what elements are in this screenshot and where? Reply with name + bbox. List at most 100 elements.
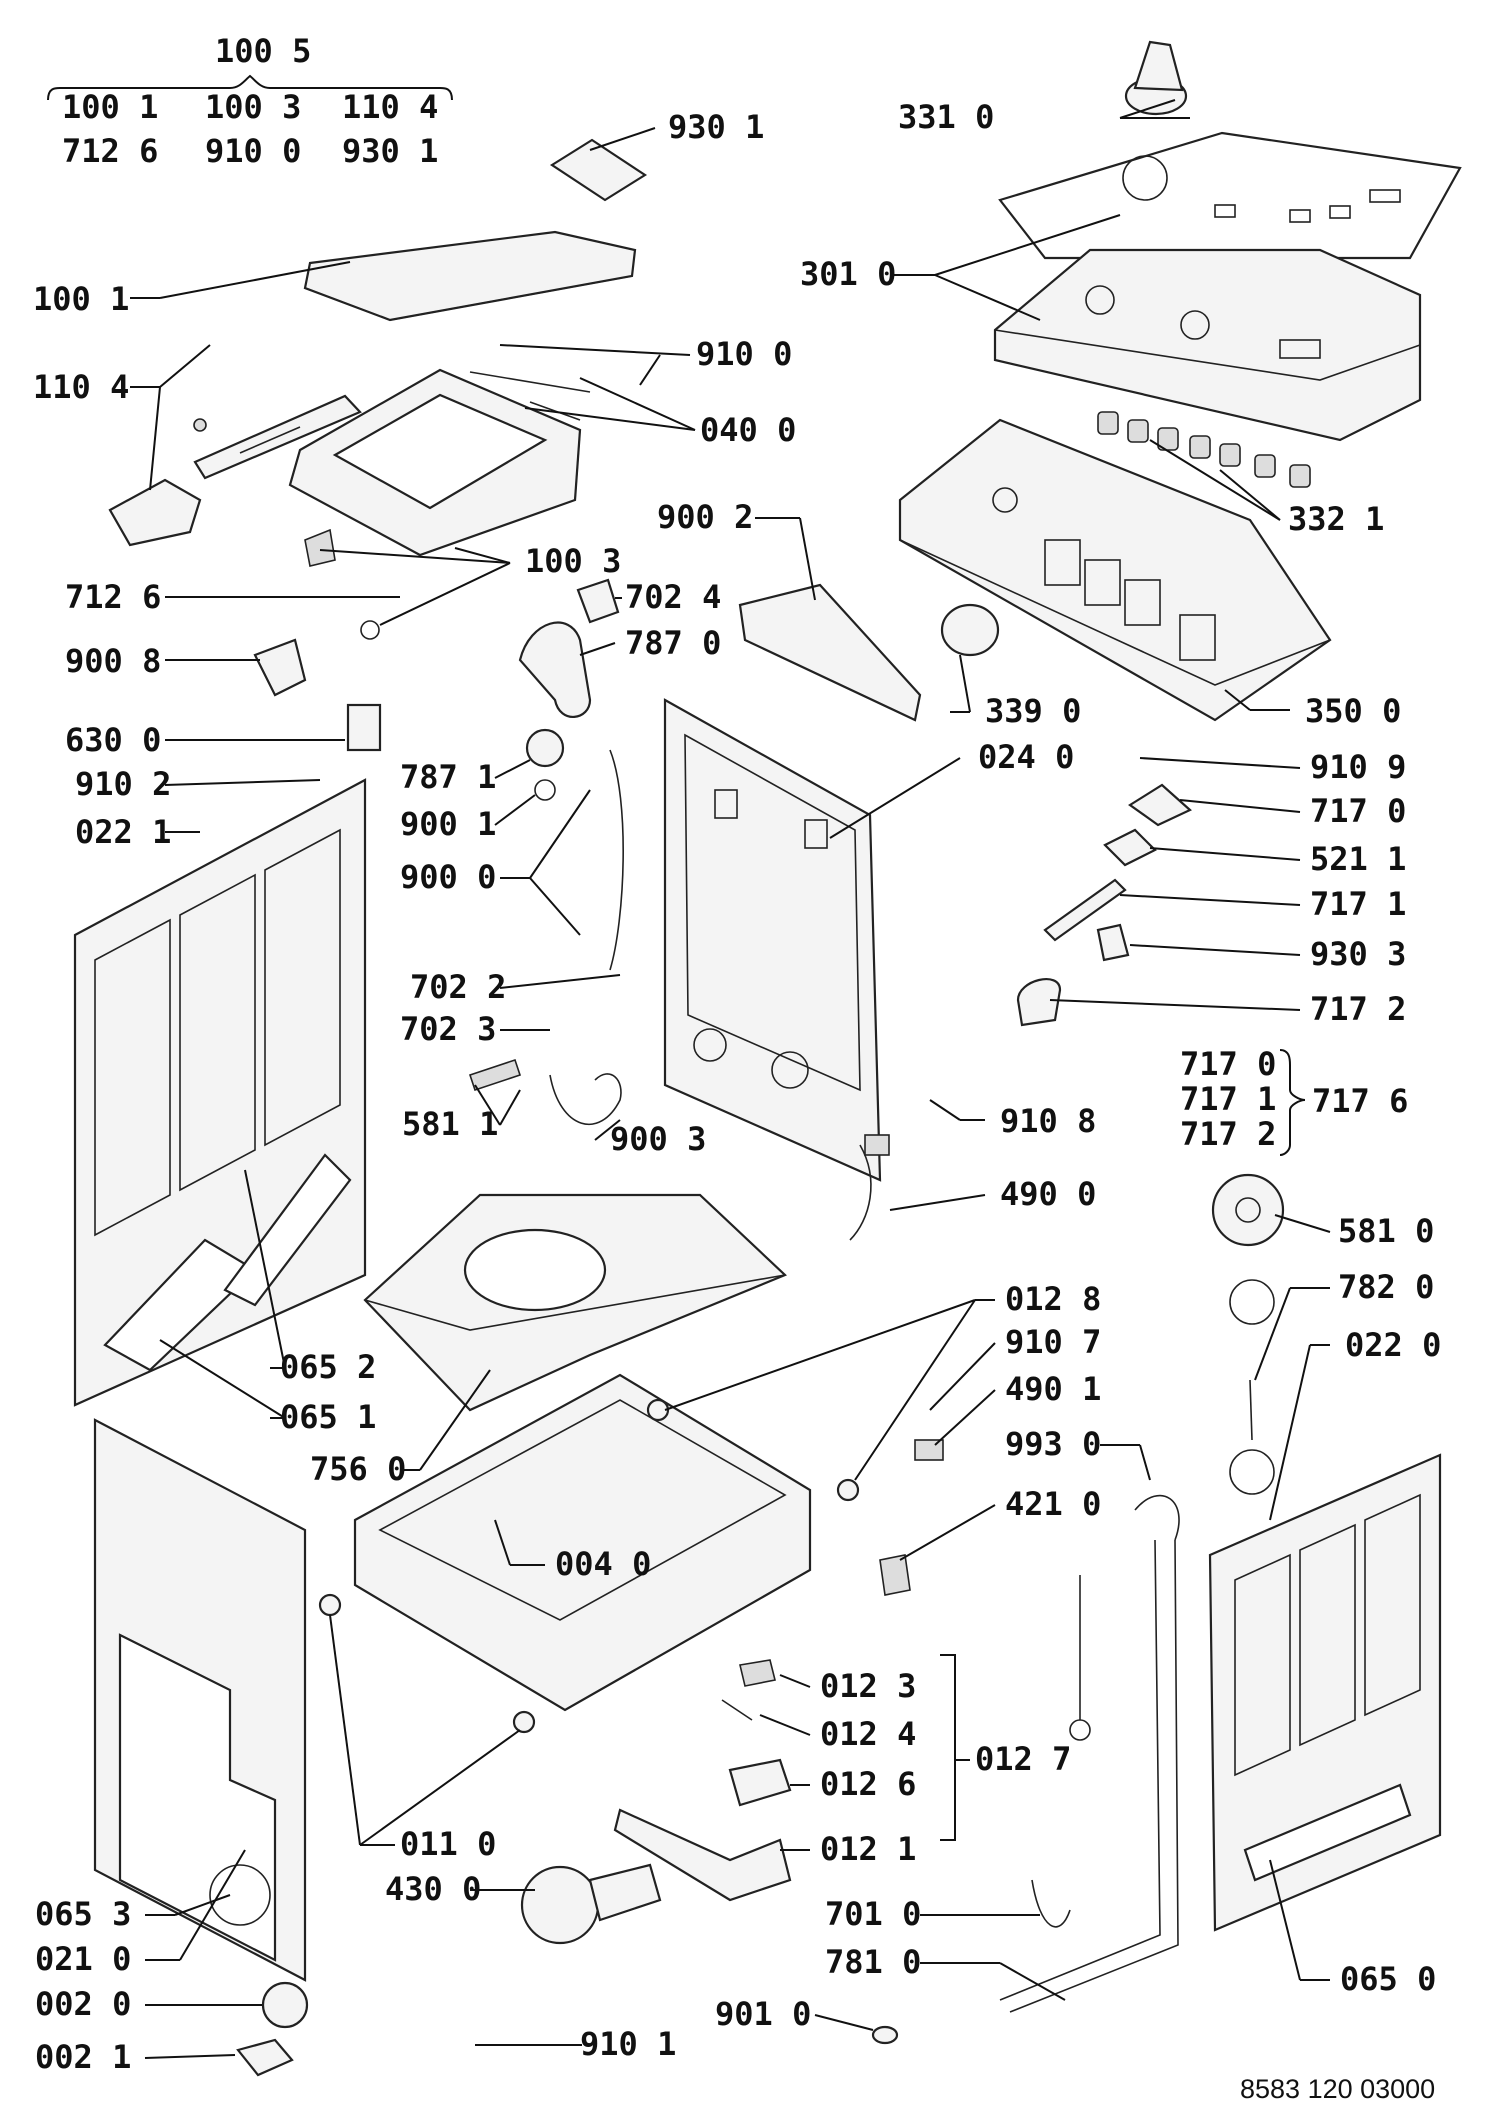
callout-787-0: 787 0	[625, 624, 721, 662]
spring-712	[360, 620, 380, 640]
callout-993-0: 993 0	[1005, 1425, 1101, 1463]
callout-717-0: 717 0	[1310, 792, 1406, 830]
cap-717-2	[1016, 978, 1062, 1027]
kit-row2-item-b: 910 0	[205, 132, 301, 170]
callout-012-7: 012 7	[975, 1740, 1071, 1778]
callout-717-1: 717 1	[1310, 885, 1406, 923]
callout-910-8: 910 8	[1000, 1102, 1096, 1140]
filter-787-1	[525, 728, 565, 768]
lid-handle-detail	[239, 426, 301, 454]
callout-910-0: 910 0	[696, 335, 792, 373]
callout-712-6: 712 6	[65, 578, 161, 616]
callout-024-0: 024 0	[978, 738, 1074, 776]
callout-901-0: 901 0	[715, 1995, 811, 2033]
kit-row1-item-c: 110 4	[342, 88, 438, 126]
kit-row1-item-a: 100 1	[62, 88, 158, 126]
callout-930-1: 930 1	[668, 108, 764, 146]
inlet-hose-part	[518, 621, 592, 718]
hose-702-3	[549, 1073, 622, 1126]
back-panel-part	[663, 698, 882, 1182]
callout-581-1: 581 1	[402, 1105, 498, 1143]
ring-782-0-a	[1229, 1279, 1275, 1325]
group-717-label: 717 6	[1312, 1082, 1408, 1120]
callout-900-0: 900 0	[400, 858, 496, 896]
clip-900-1	[534, 779, 556, 801]
callout-702-4: 702 4	[625, 578, 721, 616]
callout-490-0: 490 0	[1000, 1175, 1096, 1213]
electronic-module-part	[898, 418, 1332, 722]
base-frame-part	[353, 1373, 812, 1712]
lid-part	[303, 230, 637, 322]
handle-screw	[193, 418, 207, 432]
plug-part	[864, 1134, 890, 1156]
callout-900-3: 900 3	[610, 1120, 706, 1158]
callout-701-0: 701 0	[825, 1895, 921, 1933]
callout-787-1: 787 1	[400, 758, 496, 796]
group-717-item-c: 717 2	[1180, 1115, 1276, 1153]
callout-910-2: 910 2	[75, 765, 171, 803]
callout-756-0: 756 0	[310, 1450, 406, 1488]
callout-065-3: 065 3	[35, 1895, 131, 1933]
left-side-panel-part	[73, 778, 367, 1407]
callout-490-1: 490 1	[1005, 1370, 1101, 1408]
callout-021-0: 021 0	[35, 1940, 131, 1978]
rod-782-0	[1249, 1379, 1253, 1441]
callout-022-0: 022 0	[1345, 1326, 1441, 1364]
washer-901-0	[871, 2025, 899, 2045]
push-buttons-part	[1097, 411, 1311, 488]
callout-521-1: 521 1	[1310, 840, 1406, 878]
callout-339-0: 339 0	[985, 692, 1081, 730]
sump-part	[613, 1808, 792, 1902]
kit-header-label: 100 5	[215, 32, 311, 70]
callout-630-0: 630 0	[65, 721, 161, 759]
callout-900-2: 900 2	[657, 498, 753, 536]
connector-012-3	[739, 1659, 776, 1687]
clamp-900-8	[253, 638, 307, 697]
pipe-993-0	[1134, 1494, 1180, 1541]
filter-cup-012-6	[728, 1758, 792, 1807]
foot-011-0-a	[318, 1593, 342, 1617]
spring-930-3	[1096, 923, 1130, 962]
lever-717-1	[1043, 878, 1127, 942]
callout-012-3: 012 3	[820, 1667, 916, 1705]
callout-702-3: 702 3	[400, 1010, 496, 1048]
group-717-item-a: 717 0	[1180, 1045, 1276, 1083]
callout-717-2: 717 2	[1310, 990, 1406, 1028]
callout-022-1: 022 1	[75, 813, 171, 851]
callout-100-1: 100 1	[33, 280, 129, 318]
cover-clip-part	[236, 2038, 294, 2077]
selector-part	[940, 603, 1000, 657]
ring-782-0-b	[1229, 1449, 1275, 1495]
tub-base-part	[363, 1193, 787, 1412]
rear-bracket-part	[738, 583, 922, 722]
connector-702-4	[576, 578, 620, 624]
callout-065-0: 065 0	[1340, 1960, 1436, 1998]
console-housing-part	[993, 248, 1422, 442]
inlet-tube-701-0	[1031, 1879, 1071, 1928]
callout-004-0: 004 0	[555, 1545, 651, 1583]
callout-910-9: 910 9	[1310, 748, 1406, 786]
drain-pump-part	[520, 1863, 662, 1945]
callout-930-3: 930 3	[1310, 935, 1406, 973]
kit-row1-item-b: 100 3	[205, 88, 301, 126]
callout-012-8: 012 8	[1005, 1280, 1101, 1318]
callout-332-1: 332 1	[1288, 500, 1384, 538]
callout-430-0: 430 0	[385, 1870, 481, 1908]
hinge-pin-part	[304, 528, 336, 567]
callout-910-7: 910 7	[1005, 1323, 1101, 1361]
callout-702-2: 702 2	[410, 968, 506, 1006]
rod-040	[469, 371, 591, 393]
callout-012-1: 012 1	[820, 1830, 916, 1868]
callout-012-6: 012 6	[820, 1765, 916, 1803]
power-cord-part	[849, 1144, 872, 1241]
drain-hose-781-0	[999, 1539, 1179, 2013]
callout-040-0: 040 0	[700, 411, 796, 449]
control-panel-foil	[998, 131, 1462, 260]
knob-part	[1124, 40, 1188, 116]
callout-065-2: 065 2	[280, 1348, 376, 1386]
drawing-number: 8583 120 03000	[1240, 2074, 1435, 2104]
pulley-581-0	[1211, 1173, 1285, 1247]
group-717-item-b: 717 1	[1180, 1080, 1276, 1118]
